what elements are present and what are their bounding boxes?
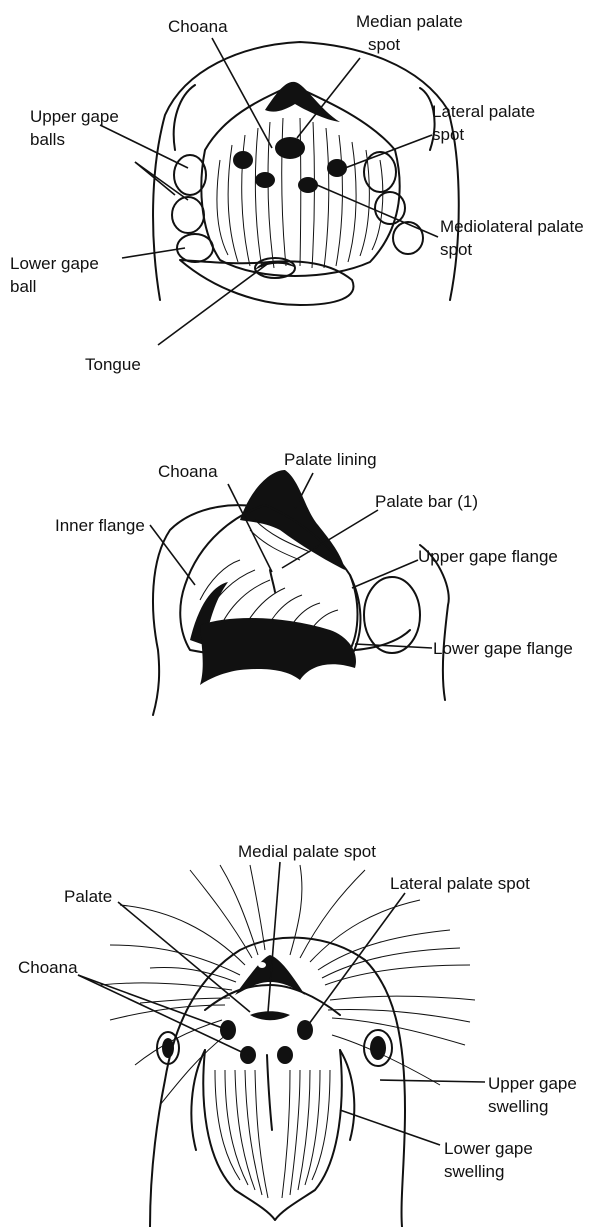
fig3-bristles-left (100, 865, 265, 1105)
fig1-lateral-spot-left (233, 151, 253, 169)
fig3-mouth-hatching (215, 1070, 330, 1198)
label-tongue: Tongue (85, 353, 141, 376)
fig1-median-palate-spot (275, 137, 305, 159)
fig3-right-eye-pupil (370, 1036, 386, 1060)
fig3-medial-palate-spot (250, 1011, 290, 1020)
label-palate-lining: Palate lining (284, 448, 377, 471)
fig1-mediolateral-spot-right (298, 177, 318, 193)
label-mediolateral-palate-spot-line2: spot (440, 238, 584, 261)
label-upper-gape-balls: Upper gape balls (30, 105, 119, 151)
fig2-choana (270, 570, 275, 592)
label-choana-fig3: Choana (18, 956, 78, 979)
label-lateral-palate-spot-line2: spot (432, 123, 535, 146)
fig3-apex-highlight (258, 962, 266, 968)
label-lower-gape-ball: Lower gape ball (10, 252, 99, 298)
label-lower-gape-ball-line2: ball (10, 275, 99, 298)
label-palate-bar: Palate bar (1) (375, 490, 478, 513)
label-upper-gape-balls-line2: balls (30, 128, 119, 151)
figure1-drawing (100, 38, 459, 345)
label-median-palate-spot: Median palate spot (356, 10, 463, 56)
label-lateral-palate-spot: Lateral palate spot (432, 100, 535, 146)
label-inner-flange: Inner flange (55, 514, 145, 537)
label-medial-palate-spot: Medial palate spot (238, 840, 376, 863)
label-lower-gape-swelling-line2: swelling (444, 1160, 533, 1183)
label-upper-gape-balls-line1: Upper gape (30, 105, 119, 128)
fig1-gape-balls-left (172, 155, 213, 262)
label-upper-gape-swelling: Upper gape swelling (488, 1072, 577, 1118)
fig1-mediolateral-spot-left (255, 172, 275, 188)
label-lower-gape-swelling: Lower gape swelling (444, 1137, 533, 1183)
label-median-palate-spot-line1: Median palate (356, 10, 463, 33)
fig1-lower-jaw (180, 260, 353, 305)
fig2-lower-jaw (200, 618, 356, 685)
label-upper-gape-swelling-line1: Upper gape (488, 1072, 577, 1095)
label-lateral-palate-spot: Lateral palate spot (390, 872, 530, 895)
label-median-palate-spot-line2: spot (356, 33, 463, 56)
label-lateral-palate-spot-line1: Lateral palate (432, 100, 535, 123)
fig3-choana-spot-right (277, 1046, 293, 1064)
fig1-gape-balls-right (364, 152, 423, 254)
label-upper-gape-flange: Upper gape flange (418, 545, 558, 568)
figure3-drawing (78, 862, 485, 1227)
fig3-choana-slit (267, 1055, 272, 1130)
label-choana-fig2: Choana (158, 460, 218, 483)
fig3-left-eye-pupil (162, 1038, 174, 1058)
label-lower-gape-swelling-line1: Lower gape (444, 1137, 533, 1160)
label-upper-gape-swelling-line2: swelling (488, 1095, 577, 1118)
label-lower-gape-flange: Lower gape flange (433, 637, 573, 660)
fig1-lateral-spot-right (327, 159, 347, 177)
label-choana-fig1: Choana (168, 15, 228, 38)
label-lower-gape-ball-line1: Lower gape (10, 252, 99, 275)
fig3-leader-lines (78, 862, 485, 1145)
label-palate: Palate (64, 885, 112, 908)
label-mediolateral-palate-spot-line1: Mediolateral palate (440, 215, 584, 238)
label-mediolateral-palate-spot: Mediolateral palate spot (440, 215, 584, 261)
fig3-mouth (203, 1050, 341, 1220)
